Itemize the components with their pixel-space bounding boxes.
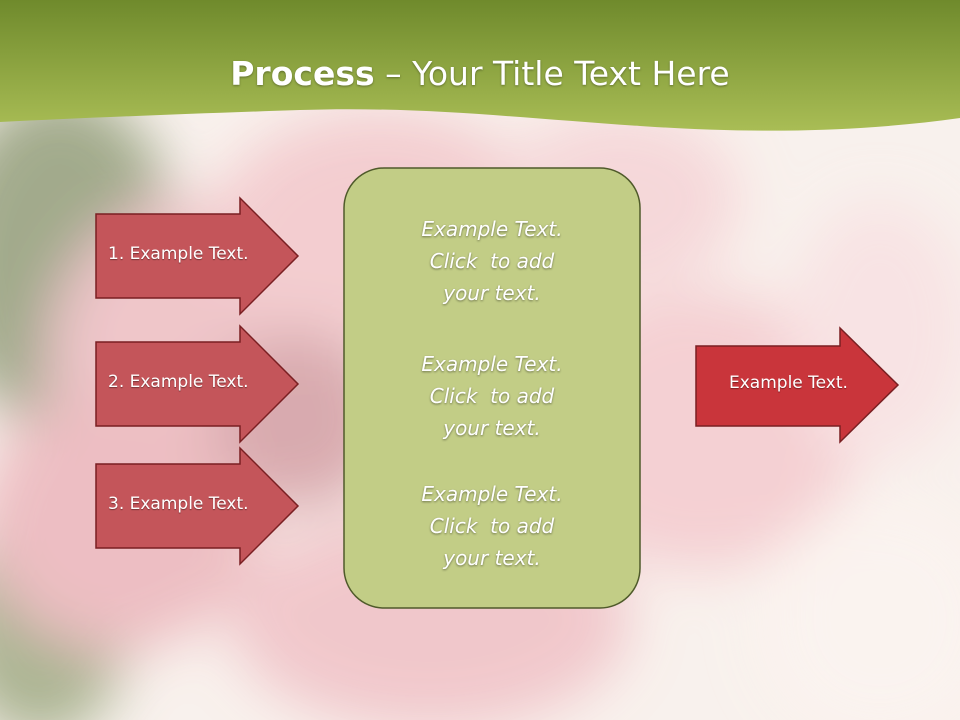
left-arrow-1[interactable] — [95, 196, 300, 316]
right-arrow[interactable] — [695, 326, 900, 444]
center-block-3[interactable]: Example Text. Click to add your text. — [344, 478, 640, 574]
slide-title: Process – Your Title Text Here — [0, 54, 960, 93]
left-arrow-1-label: 1. Example Text. — [108, 244, 249, 264]
center-block-1-line-3: your text. — [443, 281, 541, 305]
title-bold: Process — [230, 54, 375, 93]
left-arrow-2-label: 2. Example Text. — [108, 372, 249, 392]
center-block-1-line-1: Example Text. — [421, 217, 563, 241]
left-arrow-2[interactable] — [95, 324, 300, 444]
center-block-3-line-1: Example Text. — [421, 482, 563, 506]
center-block-2-line-1: Example Text. — [421, 352, 563, 376]
left-arrow-3-label: 3. Example Text. — [108, 494, 249, 514]
title-rest: – Your Title Text Here — [374, 54, 730, 93]
center-box: Example Text. Click to add your text. Ex… — [344, 168, 640, 608]
center-block-3-line-3: your text. — [443, 546, 541, 570]
left-arrow-3[interactable] — [95, 446, 300, 566]
center-box-shape[interactable] — [343, 167, 641, 609]
center-block-2-line-3: your text. — [443, 416, 541, 440]
center-block-2-line-2: Click to add — [429, 384, 555, 408]
center-block-1-line-2: Click to add — [429, 249, 555, 273]
center-block-2[interactable]: Example Text. Click to add your text. — [344, 348, 640, 444]
center-block-3-line-2: Click to add — [429, 514, 555, 538]
center-block-1[interactable]: Example Text. Click to add your text. — [344, 213, 640, 309]
right-arrow-label: Example Text. — [729, 373, 848, 393]
